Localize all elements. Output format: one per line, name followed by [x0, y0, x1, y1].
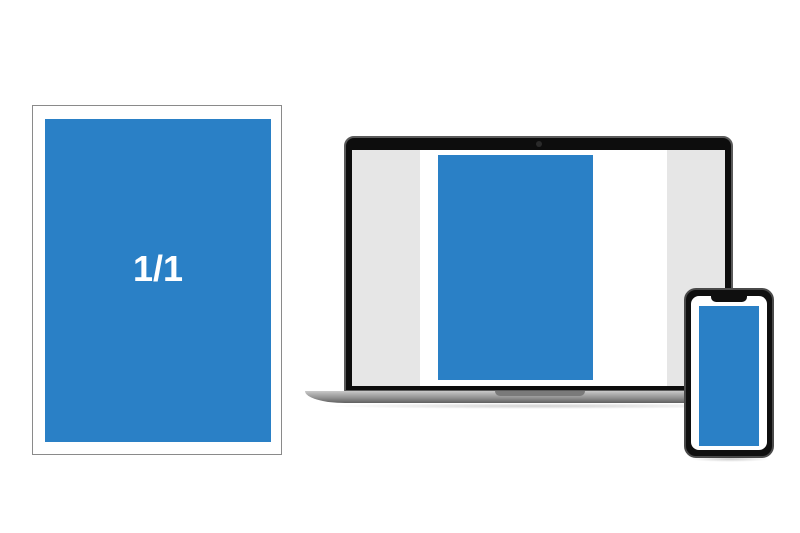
laptop-icon [344, 136, 733, 392]
phone-shadow [690, 456, 770, 462]
phone-notch [711, 296, 747, 302]
phone-screen [691, 296, 767, 450]
laptop-document-preview [438, 155, 593, 380]
laptop-base [305, 391, 773, 403]
page-number-label: 1/1 [132, 247, 184, 289]
page-preview-sheet: 1/1 [32, 105, 282, 455]
phone-document-preview [699, 306, 759, 446]
laptop-screen-margin-left [352, 150, 420, 386]
laptop-camera [535, 141, 542, 147]
laptop-shadow [320, 403, 760, 409]
phone-icon [684, 288, 774, 458]
page-content-block: 1/1 [45, 119, 271, 442]
laptop-screen [352, 150, 725, 386]
laptop-base-notch [495, 391, 585, 396]
